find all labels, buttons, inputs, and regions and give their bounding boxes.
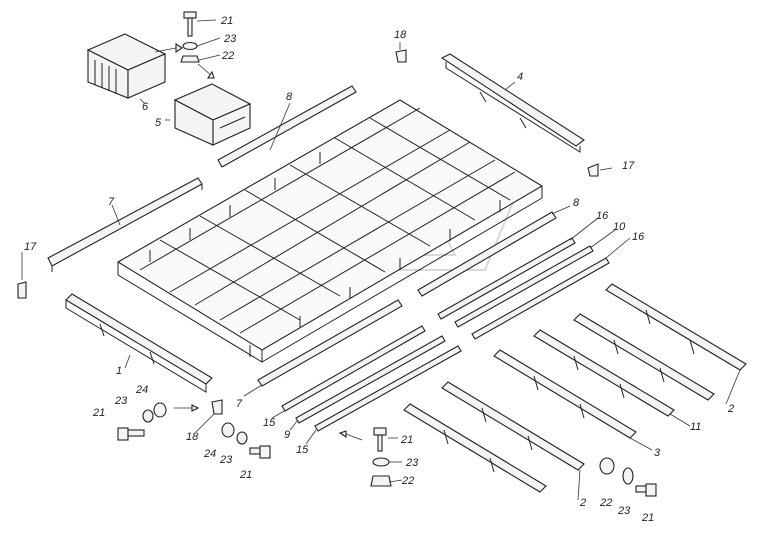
label-11: 11	[690, 421, 701, 433]
cross-beam-11	[533, 329, 675, 417]
label-21: 21	[239, 469, 252, 481]
strip-16-b	[471, 257, 610, 340]
label-16: 16	[596, 210, 609, 222]
label-15: 15	[263, 417, 276, 429]
cross-member-4	[440, 53, 585, 153]
label-22: 22	[401, 475, 414, 487]
front-beam-1	[65, 293, 213, 393]
side-rail-7-left	[47, 177, 203, 272]
label-6: 6	[142, 101, 149, 113]
label-23: 23	[219, 454, 233, 466]
bolt-21-mid	[249, 445, 271, 459]
label-24: 24	[135, 384, 148, 396]
bracket-17-left	[17, 281, 27, 299]
label-18: 18	[186, 431, 199, 443]
label-17: 17	[622, 160, 635, 172]
bracket-18-bottom	[211, 399, 223, 415]
label-8: 8	[573, 197, 580, 209]
nut-22-center	[370, 475, 392, 487]
label-17: 17	[24, 241, 37, 253]
label-3: 3	[654, 447, 661, 459]
label-21: 21	[400, 434, 413, 446]
label-2: 2	[727, 403, 734, 415]
label-21: 21	[220, 15, 233, 27]
cross-beam-3	[493, 349, 637, 439]
cross-beam-2-d	[403, 403, 547, 493]
label-21: 21	[92, 407, 105, 419]
label-22: 22	[599, 497, 612, 509]
washer-23-right	[622, 467, 634, 485]
washer-24-left	[153, 402, 167, 418]
side-rail-7-front	[257, 299, 403, 387]
nut-22-right	[599, 457, 615, 475]
label-4: 4	[517, 71, 523, 83]
bracket-18-top	[395, 49, 407, 63]
washer-23-top	[182, 41, 198, 51]
label-24: 24	[203, 448, 216, 460]
bolt-21-right	[635, 483, 657, 497]
label-2: 2	[579, 497, 586, 509]
storage-box-5	[173, 83, 252, 146]
label-7: 7	[236, 398, 243, 410]
arrow-center-fasteners	[338, 430, 363, 441]
label-5: 5	[155, 117, 162, 129]
platform-frame	[116, 99, 544, 363]
washer-23-mid	[236, 431, 248, 445]
label-22: 22	[221, 50, 234, 62]
label-10: 10	[613, 221, 626, 233]
label-16: 16	[632, 231, 645, 243]
strip-15-lower	[314, 345, 462, 432]
bolt-21-top	[183, 11, 197, 37]
side-rail-8-top	[217, 85, 357, 168]
cross-beam-2-b	[573, 313, 715, 401]
label-23: 23	[405, 457, 419, 469]
strip-8-right	[417, 211, 557, 297]
label-9: 9	[284, 429, 290, 441]
bolt-21-left	[117, 427, 145, 441]
strip-15-upper	[281, 325, 426, 412]
leader-lines	[21, 19, 741, 501]
label-21: 21	[641, 512, 654, 524]
label-15: 15	[296, 444, 309, 456]
strip-10	[454, 245, 594, 328]
label-1: 1	[116, 365, 122, 377]
washer-24-mid	[221, 422, 235, 438]
washer-23-center	[372, 457, 390, 467]
part-labels: 21 23 22 18 4 6 5 8 17 7 8 16 10 16 17 1…	[24, 15, 734, 524]
arrow-left-fasteners	[174, 404, 200, 412]
washer-23-left	[142, 409, 154, 423]
nut-22-top	[180, 55, 200, 63]
label-23: 23	[223, 33, 237, 45]
label-7: 7	[108, 196, 115, 208]
strip-16-a	[437, 237, 576, 320]
label-23: 23	[617, 505, 631, 517]
bolt-21-center	[373, 427, 387, 452]
arrow-box-bolt	[154, 42, 215, 79]
strip-9	[295, 335, 446, 424]
bracket-17-right	[587, 163, 599, 177]
storage-box-6	[86, 33, 167, 99]
cross-beam-2-top	[605, 283, 747, 371]
label-18: 18	[394, 29, 407, 41]
label-23: 23	[114, 395, 128, 407]
label-8: 8	[286, 91, 293, 103]
cross-beam-2-c	[441, 381, 585, 471]
